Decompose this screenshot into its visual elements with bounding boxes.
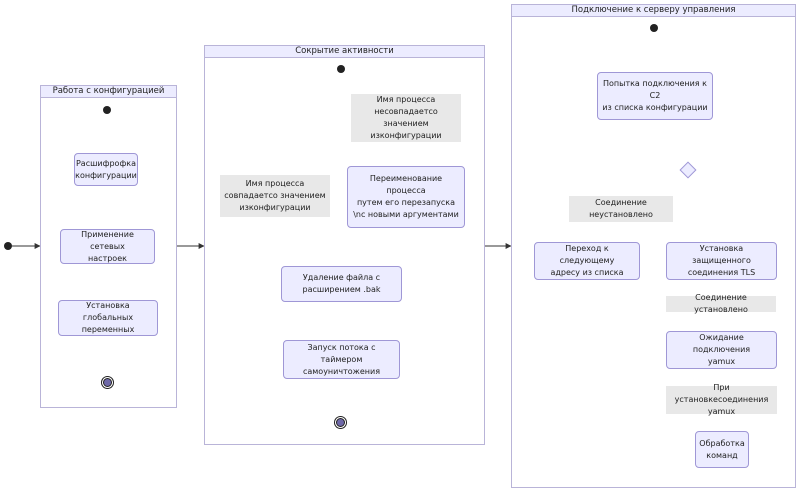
end-hide <box>336 418 345 427</box>
start-connect <box>650 24 658 32</box>
edge-label-established: Соединение установлено <box>666 293 776 314</box>
cluster-c2-connect-title: Подключение к серверу управления <box>512 5 795 17</box>
edge-label-not-established: Соединение неустановлено <box>569 196 673 222</box>
cluster-config-title: Работа с конфигурацией <box>41 86 176 98</box>
end-config <box>103 378 112 387</box>
edge-label-name-matches: Имя процесса совпадаетсо значением изкон… <box>220 175 330 217</box>
edge-label-on-yamux: При установкесоединения yamux <box>666 383 777 416</box>
start-hide <box>337 65 345 73</box>
cluster-hide-activity-title: Сокрытие активности <box>205 46 484 58</box>
start-config <box>103 106 111 114</box>
edge-label-name-differs: Имя процесса несовпадаетсо значением изк… <box>351 94 461 142</box>
start-outer <box>4 242 12 250</box>
